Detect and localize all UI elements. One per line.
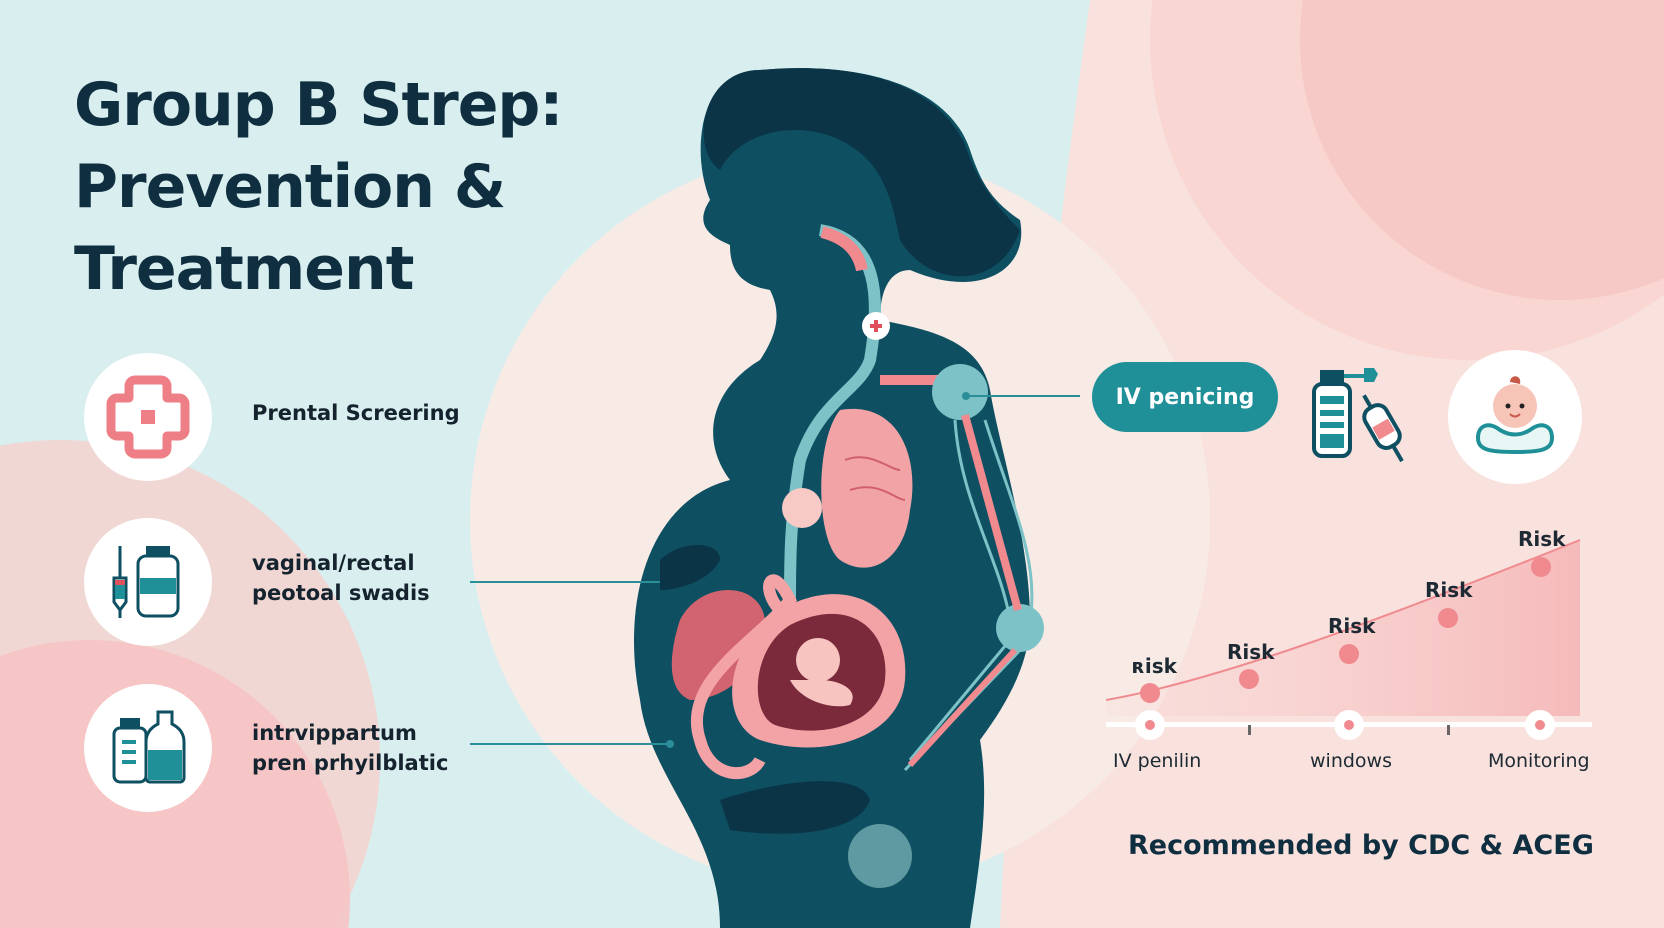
iv-bag-icon [1362,394,1404,463]
timeline-label-1: IV penilin [1113,750,1202,772]
risk-label-1: ʀisk [1132,654,1177,678]
page-title: Group B Strep: Prevention & Treatment [74,64,563,310]
risk-label-2: Risk [1227,640,1275,664]
title-line-1: Group B Strep: [74,70,563,140]
connector-line-iv [968,395,1080,397]
syringe-and-vial-icon [112,546,180,618]
iv-penicillin-badge: IV penicing [1092,362,1278,432]
title-line-3: Treatment [74,234,414,304]
medicine-bottles-icon [112,710,186,784]
title-line-2: Prevention & [74,152,506,222]
connector-line-intrapartum [470,743,670,745]
risk-label-5: Risk [1518,527,1566,551]
iv-bottle-icon [1312,368,1404,463]
connector-line-swab [470,581,660,583]
step-intrapartum [84,684,212,812]
risk-label-3: Risk [1328,614,1376,638]
pregnant-woman-illustration [634,68,1044,928]
step-1-label: Prental Screering [252,401,460,425]
step-swab [84,518,212,646]
timeline-label-3: Monitoring [1488,750,1590,772]
medical-cross-icon [106,375,190,459]
connector-dot-iv [962,392,970,400]
recommendation-footer: Recommended by CDC & ACEG [1128,830,1594,861]
step-prenatal-screening [84,353,212,481]
newborn-circle [1448,350,1582,484]
risk-label-4: Risk [1425,578,1473,602]
step-3-label: intrvippartum pren prhyilblatic [252,721,449,775]
timeline-label-2: windows [1310,750,1392,772]
connector-dot [666,740,674,748]
step-2-label: vaginal/rectal peotoal swadis [252,551,430,605]
baby-icon [1475,376,1555,455]
